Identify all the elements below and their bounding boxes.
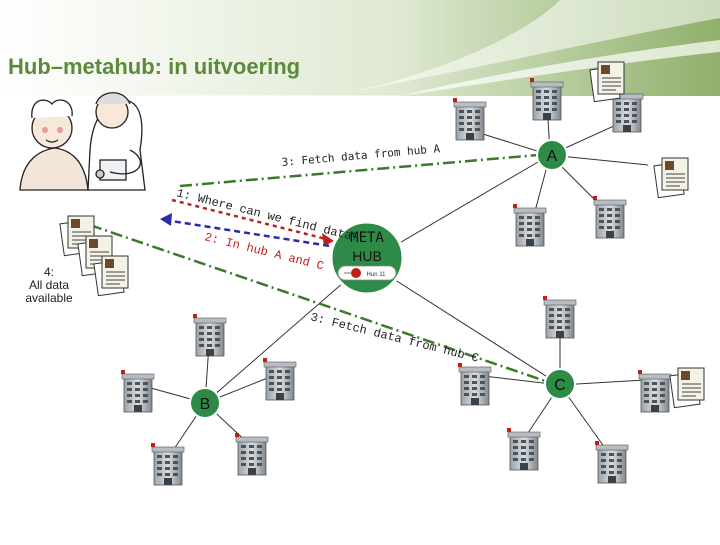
patient-record-icon [669, 367, 705, 409]
hub-b-node: B [189, 387, 221, 419]
hub-a-label: A [547, 148, 558, 165]
arrow-answer [160, 213, 331, 248]
hospital-building-icon [150, 442, 185, 486]
hub-c-label: C [554, 377, 566, 394]
metahub-logo-text: Hun 11 [367, 272, 387, 278]
metahub-line1: META [350, 230, 384, 246]
hospital-building-icon [262, 357, 297, 401]
doctor-patient-illustration-icon [19, 92, 146, 191]
hospital-building-icon [542, 295, 577, 339]
hub-c-node: C [544, 368, 576, 400]
hospital-building-icon [637, 369, 672, 413]
arrow-where [171, 198, 334, 246]
arrow-fetch-c [89, 223, 549, 384]
header-swoosh [330, 0, 720, 96]
arrow-fetch-a [179, 153, 539, 188]
hospital-building-icon [452, 97, 487, 141]
metahub-logo-icon: Hun 11 [337, 265, 397, 281]
header-swoosh-2 [400, 40, 720, 96]
hospital-building-icon [592, 195, 627, 239]
metahub-node: META HUB Hun 11 [329, 220, 405, 296]
hospital-building-icon [594, 440, 629, 484]
hospital-building-icon [512, 203, 547, 247]
hub-a-node: A [536, 139, 568, 171]
metahub-line2: HUB [352, 248, 382, 264]
hub-b-label: B [200, 396, 211, 413]
step4-note: 4: All data available [25, 265, 73, 305]
slide-title: Hub–metahub: in uitvoering [8, 54, 301, 79]
message-fetch-c: 3: Fetch data from hub C [309, 310, 480, 365]
hospital-building-icon [506, 427, 541, 471]
hospital-building-icon [529, 77, 564, 121]
hospital-building-icon [120, 369, 155, 413]
hospital-building-icon [192, 313, 227, 357]
hospital-building-icon [457, 362, 492, 406]
patient-record-icon [653, 157, 689, 199]
hospital-building-icon [234, 432, 269, 476]
